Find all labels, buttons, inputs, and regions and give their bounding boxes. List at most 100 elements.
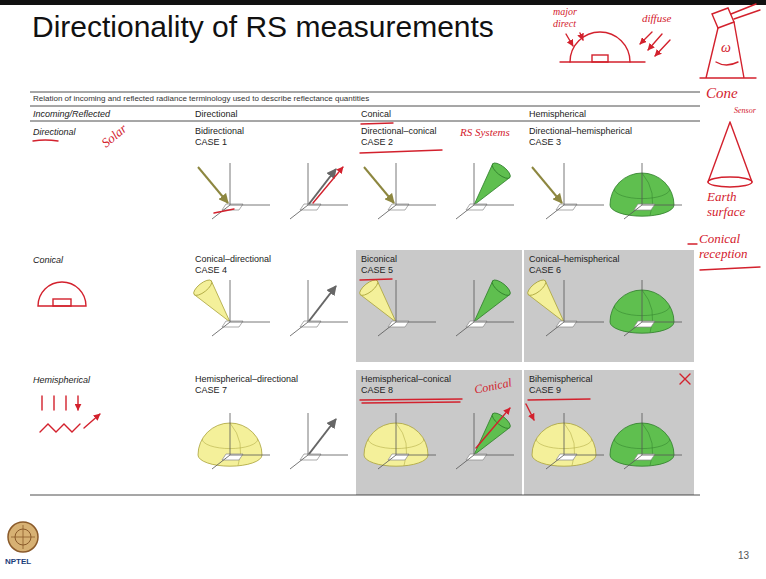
incoming-ray bbox=[532, 167, 562, 203]
axis-line bbox=[564, 455, 604, 456]
direct-ray bbox=[580, 33, 583, 40]
reflectance-figure bbox=[198, 413, 348, 469]
axis-line bbox=[230, 205, 270, 206]
case-number: CASE 7 bbox=[195, 385, 349, 396]
satellite-sketch bbox=[712, 8, 734, 28]
axis-line bbox=[396, 455, 436, 456]
axis-line bbox=[396, 205, 436, 206]
axis-line bbox=[624, 322, 642, 336]
table-cell: Directional–conicalCASE 2 bbox=[356, 122, 522, 245]
solid-angle-arc bbox=[716, 62, 738, 65]
reflectance-figures bbox=[191, 160, 682, 469]
table-cell: Hemispherical–directionalCASE 7 bbox=[190, 370, 354, 495]
axis-line bbox=[308, 163, 309, 205]
reflectance-figure bbox=[364, 160, 514, 219]
axis-line bbox=[624, 205, 642, 219]
handwritten-note: Sensor bbox=[734, 106, 756, 116]
axis-line bbox=[308, 455, 348, 456]
axis-line bbox=[230, 413, 231, 455]
underline bbox=[360, 150, 442, 153]
axis-line bbox=[474, 455, 514, 456]
axis-line bbox=[290, 455, 308, 469]
table-cell: Conical–directionalCASE 4 bbox=[190, 250, 354, 362]
reflectance-figure bbox=[525, 277, 682, 336]
axis-line bbox=[378, 455, 396, 469]
reflectance-figure bbox=[364, 410, 514, 469]
table-rule bbox=[30, 92, 700, 93]
axis-line bbox=[564, 413, 565, 455]
top-bar bbox=[0, 0, 766, 5]
incoming-rays bbox=[42, 396, 78, 410]
axis-line bbox=[474, 205, 514, 206]
underline bbox=[360, 279, 392, 280]
axis-line bbox=[230, 163, 231, 205]
axis-line bbox=[546, 205, 564, 219]
reflectance-figure bbox=[532, 163, 682, 219]
axis-line bbox=[474, 280, 475, 322]
axis-line bbox=[456, 455, 474, 469]
cone-sketch bbox=[708, 122, 752, 182]
table-cell: BidirectionalCASE 1 bbox=[190, 122, 354, 245]
handwritten-note: Earth surface bbox=[707, 190, 763, 220]
underline bbox=[360, 399, 462, 403]
column-header: Hemispherical bbox=[529, 109, 586, 120]
axis-line bbox=[456, 322, 474, 336]
table-cell: Directional–hemisphericalCASE 3 bbox=[524, 122, 694, 245]
table-caption: Relation of incoming and reflected radia… bbox=[33, 94, 369, 104]
hemisphere-sketch bbox=[38, 282, 86, 306]
handwritten-note: Conical reception bbox=[699, 232, 763, 262]
table-cell: BihemisphericalCASE 9 bbox=[524, 370, 694, 495]
axis-line bbox=[642, 163, 643, 205]
cone-base bbox=[708, 177, 752, 187]
handwritten-symbol: ω bbox=[721, 40, 731, 57]
axis-line bbox=[396, 413, 397, 455]
axis-line bbox=[474, 322, 514, 323]
cell-fills bbox=[356, 250, 694, 495]
table-cell: BiconicalCASE 5 bbox=[356, 250, 522, 362]
axis-line bbox=[456, 205, 474, 219]
axis-line bbox=[212, 455, 230, 469]
column-header: Conical bbox=[361, 109, 391, 120]
cell-shading bbox=[524, 250, 694, 362]
handwritten-note: major direct bbox=[553, 6, 593, 29]
axis-line bbox=[396, 280, 397, 322]
table-rules bbox=[30, 92, 700, 495]
target-sketch bbox=[592, 55, 608, 62]
row-header: Conical bbox=[33, 255, 63, 266]
table-rule bbox=[30, 106, 700, 107]
surface-sketch bbox=[40, 424, 80, 432]
page-number: 13 bbox=[738, 550, 749, 562]
case-number: CASE 4 bbox=[195, 265, 349, 276]
reflected-ray bbox=[84, 414, 100, 428]
cell-title: Bidirectional bbox=[195, 126, 349, 137]
sky-dome-sketch bbox=[570, 32, 630, 62]
reflected-ray bbox=[309, 286, 336, 321]
table-rule bbox=[30, 121, 700, 122]
target-sketch bbox=[53, 299, 71, 306]
reflected-ray bbox=[476, 408, 510, 448]
table-cell: Conical–hemisphericalCASE 6 bbox=[524, 250, 694, 362]
axis-line bbox=[396, 163, 397, 205]
logo-text: NPTEL bbox=[5, 557, 31, 567]
axis-line bbox=[546, 322, 564, 336]
cell-title: Biconical bbox=[361, 254, 517, 265]
axis-line bbox=[308, 205, 348, 206]
cone-cap bbox=[490, 160, 513, 181]
case-number: CASE 9 bbox=[529, 385, 689, 396]
axis-line bbox=[230, 322, 270, 323]
incoming-ray bbox=[526, 404, 534, 420]
reflectance-figure bbox=[191, 277, 348, 336]
axis-line bbox=[564, 322, 604, 323]
axis-line bbox=[290, 205, 308, 219]
handwritten-note: Solar bbox=[98, 121, 130, 151]
logo bbox=[8, 522, 38, 552]
case-number: CASE 3 bbox=[529, 137, 689, 148]
axis-line bbox=[624, 455, 642, 469]
direct-ray bbox=[566, 34, 573, 46]
axis-line bbox=[230, 280, 231, 322]
handwritten-annotations bbox=[33, 4, 760, 448]
axis-line bbox=[546, 455, 564, 469]
cell-shading bbox=[356, 370, 522, 495]
cone-cap bbox=[525, 277, 548, 298]
